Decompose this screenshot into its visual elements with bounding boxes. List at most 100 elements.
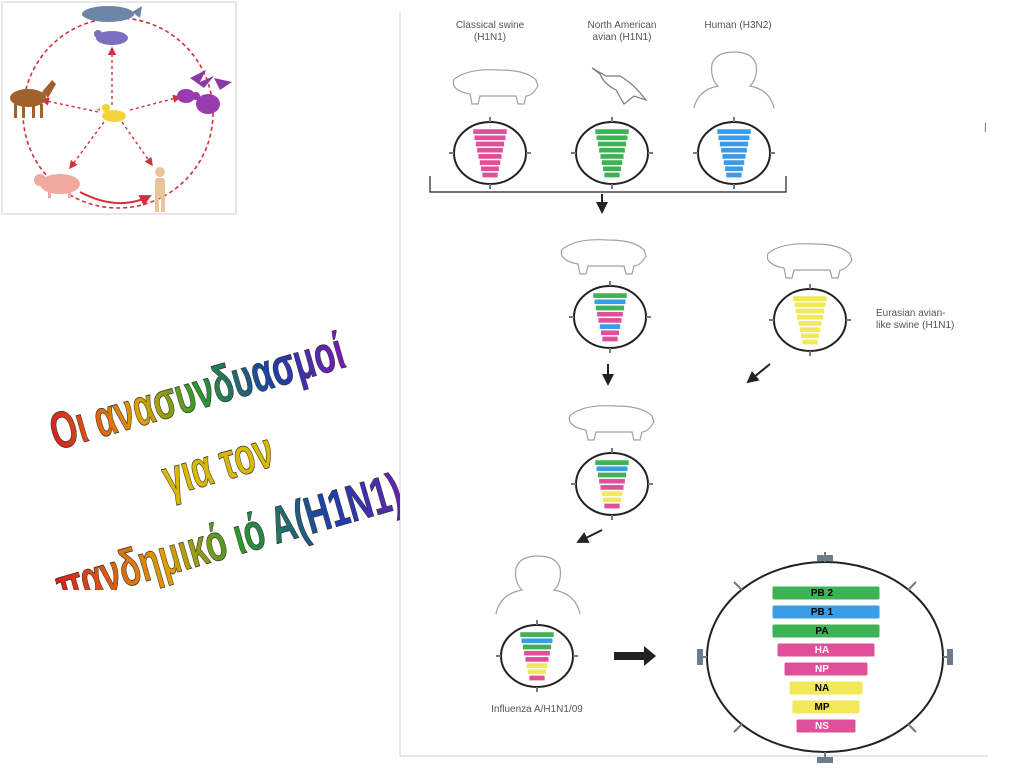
title-line-2: για τον xyxy=(156,421,280,508)
gene-segment xyxy=(592,292,628,299)
segment-label-ha: HA xyxy=(815,645,829,656)
arrow-diagonal-human xyxy=(576,529,603,543)
gene-segment xyxy=(795,308,825,314)
gene-segment xyxy=(797,320,823,327)
enlarged-virion: PB 2 PB 1 PA HA NP NA MP NS xyxy=(697,552,953,763)
gene-segment xyxy=(597,317,623,324)
pig-icon xyxy=(34,174,80,198)
gene-segment xyxy=(519,631,555,638)
virion-pandemic-small xyxy=(496,620,578,692)
horse-icon xyxy=(10,80,56,118)
gene-segment xyxy=(598,478,626,485)
segment-label-na: NA xyxy=(815,683,829,694)
gene-segment xyxy=(602,496,622,503)
gene-segment xyxy=(602,165,622,172)
gene-segment xyxy=(718,134,750,141)
reassortment-diagram: | Classical swine (H1N1) North American … xyxy=(399,12,988,763)
gene-segment xyxy=(716,128,752,135)
gene-segment xyxy=(721,153,747,160)
gene-segment xyxy=(477,153,503,160)
virion-spikes xyxy=(697,552,953,763)
source-label-swine-line2: (H1N1) xyxy=(474,32,506,43)
segment-label-pa: PA xyxy=(815,626,828,637)
gene-segment xyxy=(596,134,628,141)
source-label-human-line1: Human (H3N2) xyxy=(704,20,771,31)
gene-segment xyxy=(599,153,625,160)
gene-segment xyxy=(527,668,547,675)
segment-label-ns: NS xyxy=(815,721,829,732)
segment-bar-na xyxy=(788,680,864,696)
gene-segment xyxy=(595,305,625,311)
gene-segment xyxy=(475,141,505,147)
gene-segment xyxy=(796,314,824,321)
stray-mark: | xyxy=(984,122,987,133)
pig-icon xyxy=(560,239,647,275)
whale-icon xyxy=(82,6,142,22)
transmission-cycle-inset xyxy=(1,1,237,215)
virion-eurasian-swine xyxy=(769,284,851,356)
gene-segment xyxy=(801,339,819,345)
gene-segment xyxy=(523,650,551,657)
source-label-swine-line1: Classical swine xyxy=(456,20,525,31)
virion-triple-reassortant xyxy=(569,281,651,353)
gene-segment xyxy=(596,465,628,472)
gene-segment xyxy=(597,141,627,147)
arrow-diagonal-eurasian xyxy=(746,363,771,384)
gene-segment xyxy=(526,662,548,669)
segment-bar-np xyxy=(783,661,869,677)
gene-segment xyxy=(598,147,626,154)
segment-label-np: NP xyxy=(815,664,829,675)
segment-bar-pb1 xyxy=(771,604,881,620)
gene-segment xyxy=(724,165,744,172)
human-icon xyxy=(693,51,775,109)
title-wordart: Οι ανασυνδυασμοί για τον πανδημικό ιό Α(… xyxy=(43,330,400,590)
segment-bar-ns xyxy=(795,718,857,734)
bird-icon xyxy=(591,67,648,105)
human-icon xyxy=(155,167,165,212)
birds-icon xyxy=(177,70,232,114)
gene-segment xyxy=(601,159,623,166)
virion-classical-swine xyxy=(449,117,531,189)
bracket xyxy=(429,176,787,193)
gene-segment xyxy=(599,484,625,491)
gene-segment xyxy=(794,301,826,308)
duck-icon xyxy=(96,104,126,122)
segment-label-pb1: PB 1 xyxy=(811,607,834,618)
gene-segment xyxy=(594,459,630,466)
gene-segment xyxy=(800,332,820,339)
segment-label-mp: MP xyxy=(815,702,830,713)
human-icon xyxy=(495,555,581,615)
segment-bar-ha xyxy=(776,642,876,658)
gene-segment xyxy=(479,159,501,166)
gene-segment xyxy=(596,311,624,318)
gene-segment xyxy=(723,159,745,166)
segment-bar-mp xyxy=(791,699,861,715)
gene-segment xyxy=(599,323,621,330)
pig-icon xyxy=(766,243,853,279)
gene-segment xyxy=(792,295,828,302)
virion-north-american-avian xyxy=(571,117,653,189)
gene-segment xyxy=(594,128,630,135)
gene-segment xyxy=(601,490,623,497)
gene-segment xyxy=(603,503,621,509)
gene-segment xyxy=(601,336,619,342)
virion-human-h3n2 xyxy=(693,117,775,189)
gene-segment xyxy=(480,165,500,172)
gene-segment xyxy=(522,644,552,650)
source-labels: Classical swine (H1N1) North American av… xyxy=(456,20,772,43)
gene-segment xyxy=(474,134,506,141)
segment-bar-pb2 xyxy=(771,585,881,601)
source-label-avian-line2: avian (H1N1) xyxy=(593,32,652,43)
gene-segment xyxy=(594,298,626,305)
gene-segment xyxy=(472,128,508,135)
source-label-avian-line1: North American xyxy=(588,20,657,31)
gene-segment xyxy=(528,675,546,681)
segment-label-pb2: PB 2 xyxy=(811,588,834,599)
pandemic-label: Influenza A/H1N1/09 xyxy=(491,704,583,715)
virion-final-swine xyxy=(571,448,653,520)
gene-segment xyxy=(603,172,621,178)
gene-segment xyxy=(719,141,749,147)
gene-segment xyxy=(524,656,550,663)
arrow-to-enlarged-virion xyxy=(614,646,656,666)
